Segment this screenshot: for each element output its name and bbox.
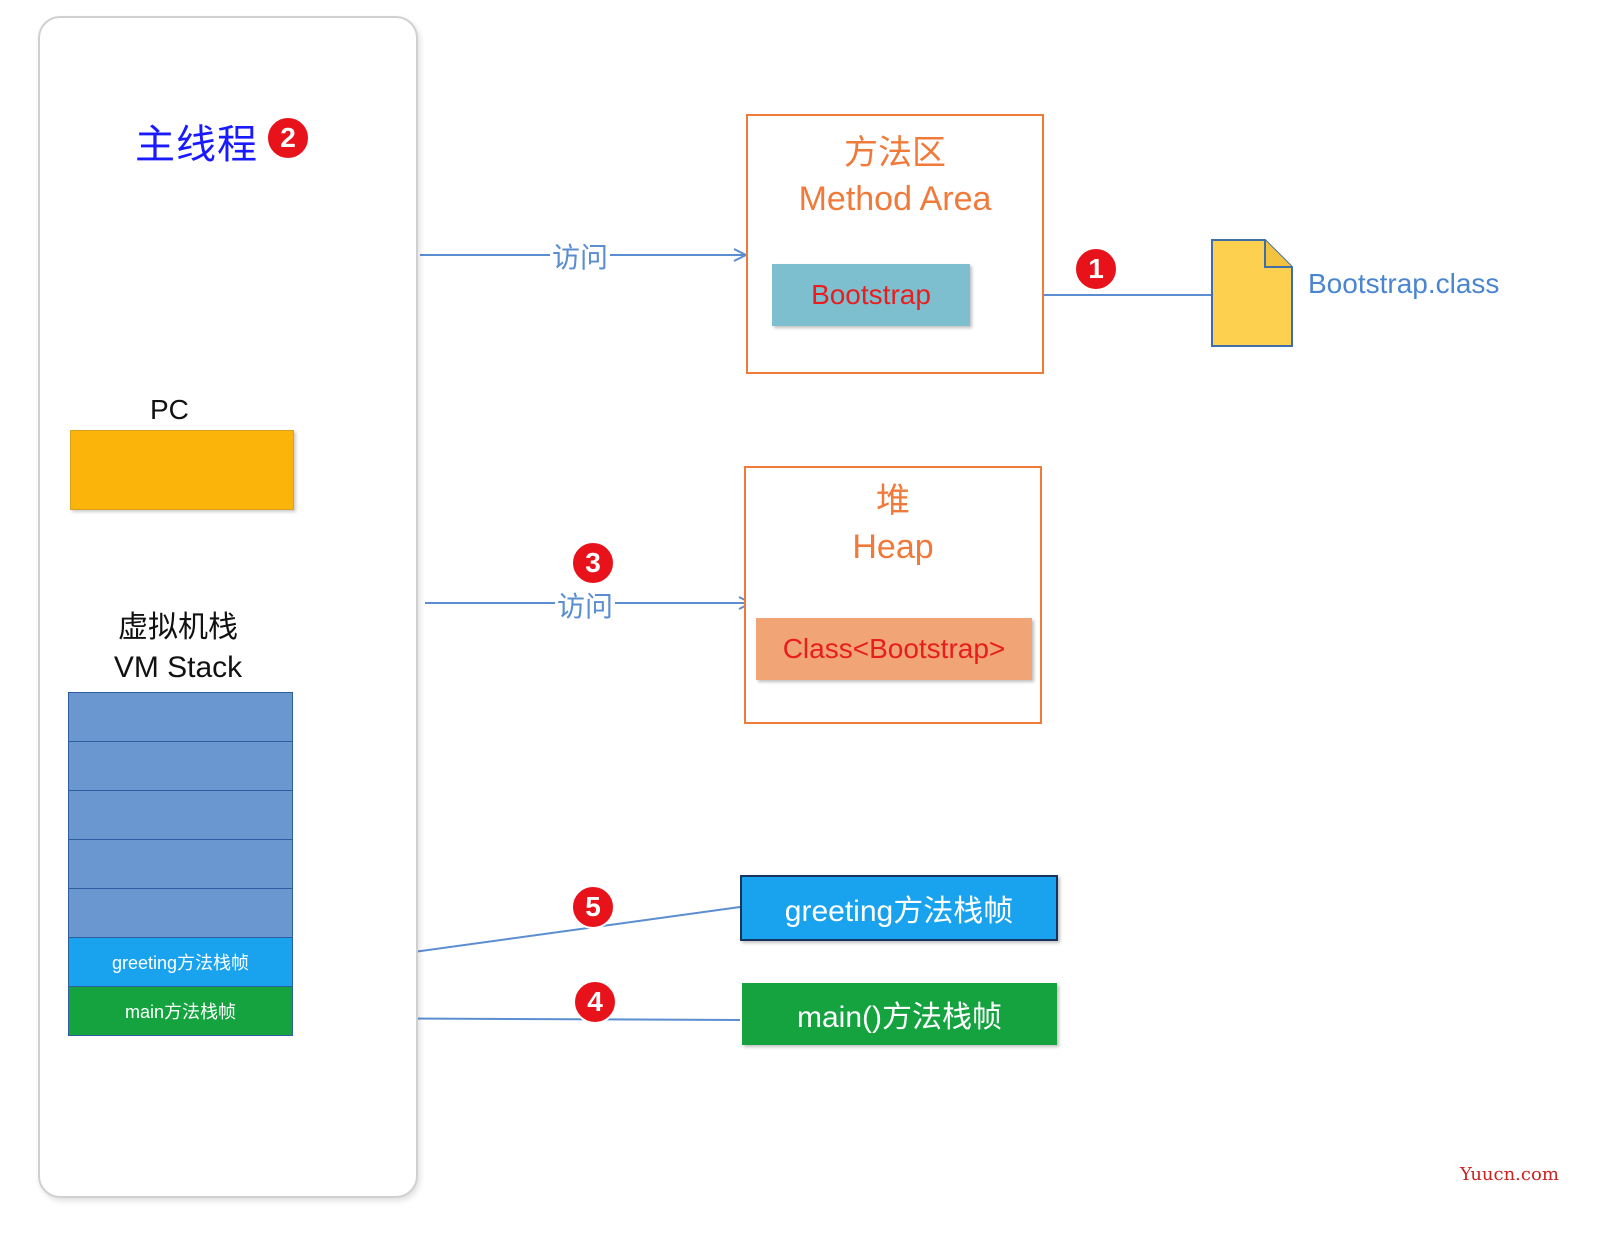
stack-frame-greeting: greeting方法栈帧: [68, 937, 293, 987]
pc-register: [70, 430, 294, 510]
heap-title-en: Heap: [852, 528, 934, 566]
step-badge-4: 4: [573, 980, 617, 1024]
vm-stack-title-cn: 虚拟机栈: [118, 611, 238, 644]
main-frame-box: main()方法栈帧: [742, 983, 1057, 1045]
stack-slot: [68, 692, 293, 742]
access-label-method-area: 访问: [550, 236, 611, 276]
access-label-heap: 访问: [555, 585, 616, 625]
file-icon: [1211, 239, 1293, 347]
step-badge-5: 5: [571, 885, 615, 929]
stack-slot: [68, 741, 293, 791]
stack-slot: [68, 888, 293, 938]
greeting-frame-box: greeting方法栈帧: [740, 875, 1058, 941]
method-area-title-cn: 方法区: [844, 134, 946, 172]
heap-box: 堆 Heap: [744, 466, 1042, 724]
pc-label: PC: [150, 394, 189, 425]
vm-stack-title: 虚拟机栈 VM Stack: [108, 608, 248, 688]
heap-class-object: Class<Bootstrap>: [756, 618, 1032, 680]
vm-stack: greeting方法栈帧 main方法栈帧: [68, 692, 293, 1036]
vm-stack-title-en: VM Stack: [113, 651, 243, 684]
watermark: Yuucn.com: [1460, 1164, 1559, 1185]
heap-title-cn: 堆: [876, 482, 910, 520]
method-area-title-en: Method Area: [798, 180, 992, 218]
class-file-label: Bootstrap.class: [1308, 268, 1500, 299]
stack-frame-main: main方法栈帧: [68, 986, 293, 1036]
step-badge-3: 3: [571, 541, 615, 585]
main-thread-title: 主线程: [135, 123, 258, 167]
method-area-box: 方法区 Method Area: [746, 114, 1044, 374]
method-area-bootstrap: Bootstrap: [772, 264, 970, 326]
step-badge-1: 1: [1074, 247, 1118, 291]
step-badge-2: 2: [266, 116, 310, 160]
stack-slot: [68, 790, 293, 840]
stack-slot: [68, 839, 293, 889]
